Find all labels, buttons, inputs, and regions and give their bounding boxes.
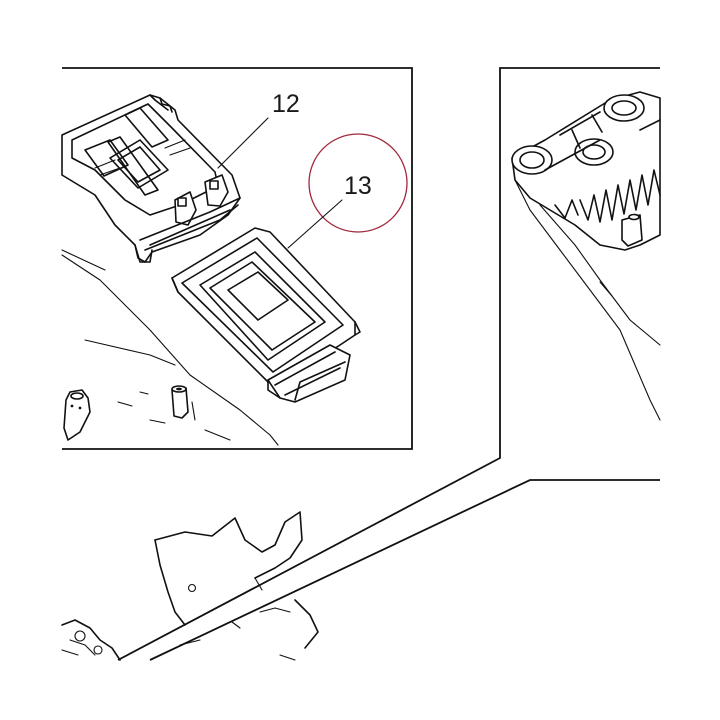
callout-12: 12 [217,90,300,169]
mounting-post-center [171,385,189,419]
mounting-post-left [63,389,91,441]
callout-13: 13 [287,133,408,249]
detail-frame-left [62,67,413,450]
part-12-bracket [61,94,241,263]
background-housing-lines [61,249,279,446]
callout-label-12: 12 [272,90,300,118]
callout-label-13: 13 [344,172,372,200]
highlight-circle [308,133,408,233]
lower-assembly-sketch [61,511,319,661]
detail-frame-right [117,67,660,661]
part-13-cartridge [171,227,361,403]
leader-line-12 [217,117,269,169]
leader-line-13 [287,199,343,249]
right-detail-casting [511,91,661,421]
